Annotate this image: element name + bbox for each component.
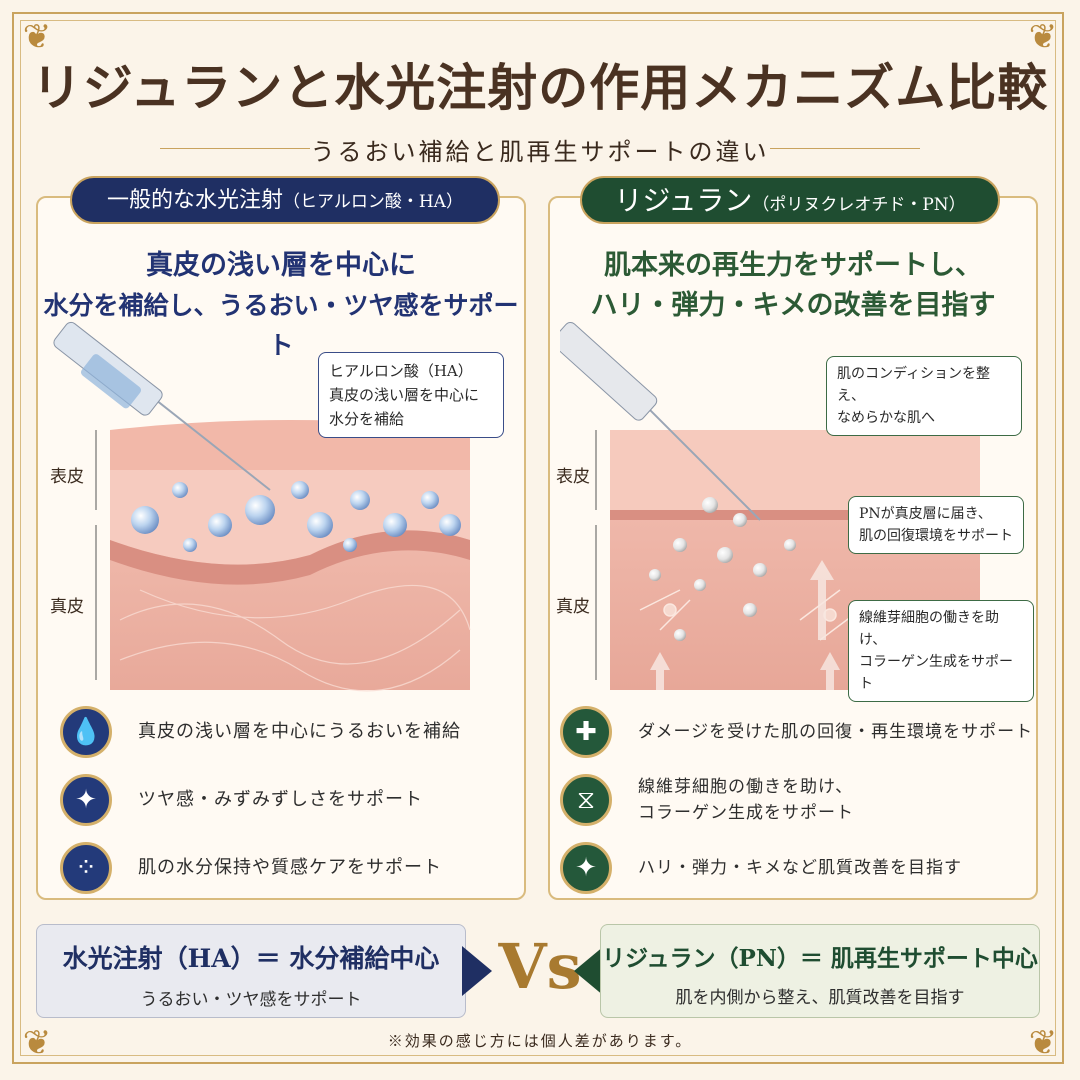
ha-syringe [53,321,271,491]
arrow-right-icon [462,946,492,996]
ha-feature-2-text: ツヤ感・みずみずしさをサポート [138,789,423,810]
vs-mark: Vs [498,930,582,1003]
divider [160,148,310,149]
pn-feature-2: ⧖ 線維芽細胞の働きを助け、 コラーゲン生成をサポート [560,770,854,830]
sparkle-icon: ✦ [60,774,112,826]
pn-callout-1-line2: なめらかな肌へ [837,410,935,426]
dermis-label: 真皮 [556,597,590,617]
arrow-left-icon [574,946,604,996]
ornament-icon: ❦ [1028,17,1058,57]
pn-callout-3: 線維芽細胞の働きを助け、 コラーゲン生成をサポート [848,600,1034,702]
dermis-label: 真皮 [50,597,84,617]
inner-frame [20,20,1056,1056]
ha-feature-2: ✦ ツヤ感・みずみずしさをサポート [60,770,423,830]
ornament-icon: ❦ [1028,1023,1058,1063]
sparkle-icon: ✦ [560,842,612,894]
pn-callout-1: 肌のコンディションを整え、 なめらかな肌へ [826,356,1022,436]
pn-up-arrows [650,560,840,690]
pn-callout-1-line1: 肌のコンディションを整え、 [837,366,991,404]
epidermis-label: 表皮 [556,467,590,487]
pn-callout-3-line2: コラーゲン生成をサポート [859,654,1013,692]
ha-header: 一般的な水光注射（ヒアルロン酸・HA） [70,176,500,224]
water-drop-icon: 💧 [60,706,112,758]
pn-summary-sub: 肌を内側から整え、肌質改善を目指す [675,988,965,1008]
ha-lead-line2: 水分を補給し、うるおい・ツヤ感をサポート [43,291,519,360]
pn-callout-2-line2: 肌の回復環境をサポート [859,528,1013,544]
page-title: リジュランと水光注射の作用メカニズム比較 [31,58,1049,117]
ornament-icon: ❦ [22,17,52,57]
pn-summary-main: リジュラン（PN）＝ 肌再生サポート中心 [602,945,1038,972]
pn-feature-1: ✚ ダメージを受けた肌の回復・再生環境をサポート [560,702,1033,762]
ha-header-label: 一般的な水光注射 [107,188,284,213]
shield-plus-icon: ✚ [560,706,612,758]
pn-header-label: リジュラン [614,184,753,217]
ha-summary-main: 水光注射（HA）＝ 水分補給中心 [62,944,440,973]
ha-skin-block [110,420,470,690]
pn-feature-2-text: 線維芽細胞の働きを助け、 コラーゲン生成をサポート [638,774,854,826]
ha-callout-line2: 水分を補給 [329,410,405,428]
pn-lead: 肌本来の再生力をサポートし、 ハリ・弾力・キメの改善を目指す [548,246,1038,326]
ha-feature-3: ⁘ 肌の水分保持や質感ケアをサポート [60,838,442,898]
pn-feature-3-text: ハリ・弾力・キメなど肌質改善を目指す [638,858,962,878]
ha-skin-illustration [53,321,471,692]
pn-summary: リジュラン（PN）＝ 肌再生サポート中心 肌を内側から整え、肌質改善を目指す [600,924,1040,1018]
pn-feature-2-line2: コラーゲン生成をサポート [638,803,854,823]
dots-icon: ⁘ [60,842,112,894]
pn-particles [649,497,796,641]
epidermis-label: 表皮 [50,467,84,487]
pn-header-sub: （ポリヌクレオチド・PN） [752,195,966,215]
pn-fibroblasts [639,589,861,641]
ornament-icon: ❦ [22,1023,52,1063]
disclaimer-note: ※効果の感じ方には個人差があります。 [387,1032,693,1050]
dna-icon: ⧖ [560,774,612,826]
ha-dermis-fibers [119,584,471,692]
pn-feature-3: ✦ ハリ・弾力・キメなど肌質改善を目指す [560,838,962,898]
pn-feature-2-line1: 線維芽細胞の働きを助け、 [638,777,854,797]
pn-lead-line2: ハリ・弾力・キメの改善を目指す [590,290,996,321]
ha-feature-1: 💧 真皮の浅い層を中心にうるおいを補給 [60,702,461,762]
ha-callout-line1: 真皮の浅い層を中心に [329,386,480,404]
pn-callout-3-line1: 線維芽細胞の働きを助け、 [859,610,999,648]
page-subtitle: うるおい補給と肌再生サポートの違い [310,138,770,166]
outer-frame [12,12,1064,1064]
ha-bubbles [131,481,461,552]
pn-feature-1-text: ダメージを受けた肌の回復・再生環境をサポート [638,722,1034,742]
pn-callout-2-line1: PNが真皮層に届き、 [859,506,992,522]
ha-header-sub: （ヒアルロン酸・HA） [283,192,463,212]
pn-lead-line1: 肌本来の再生力をサポートし、 [604,250,982,281]
pn-callout-2: PNが真皮層に届き、 肌の回復環境をサポート [848,496,1024,554]
ha-summary: 水光注射（HA）＝ 水分補給中心 うるおい・ツヤ感をサポート [36,924,466,1018]
ha-feature-1-text: 真皮の浅い層を中心にうるおいを補給 [138,721,461,742]
pn-header: リジュラン（ポリヌクレオチド・PN） [580,176,1000,224]
ha-lead: 真皮の浅い層を中心に 水分を補給し、うるおい・ツヤ感をサポート [36,246,526,366]
pn-syringe [560,321,761,521]
ha-feature-3-text: 肌の水分保持や質感ケアをサポート [138,857,442,878]
ha-summary-sub: うるおい・ツヤ感をサポート [140,990,362,1010]
ha-callout-title: ヒアルロン酸（HA） [329,362,473,380]
ha-lead-line1: 真皮の浅い層を中心に [146,250,416,281]
ha-callout: ヒアルロン酸（HA） 真皮の浅い層を中心に 水分を補給 [318,352,504,438]
divider [770,148,920,149]
